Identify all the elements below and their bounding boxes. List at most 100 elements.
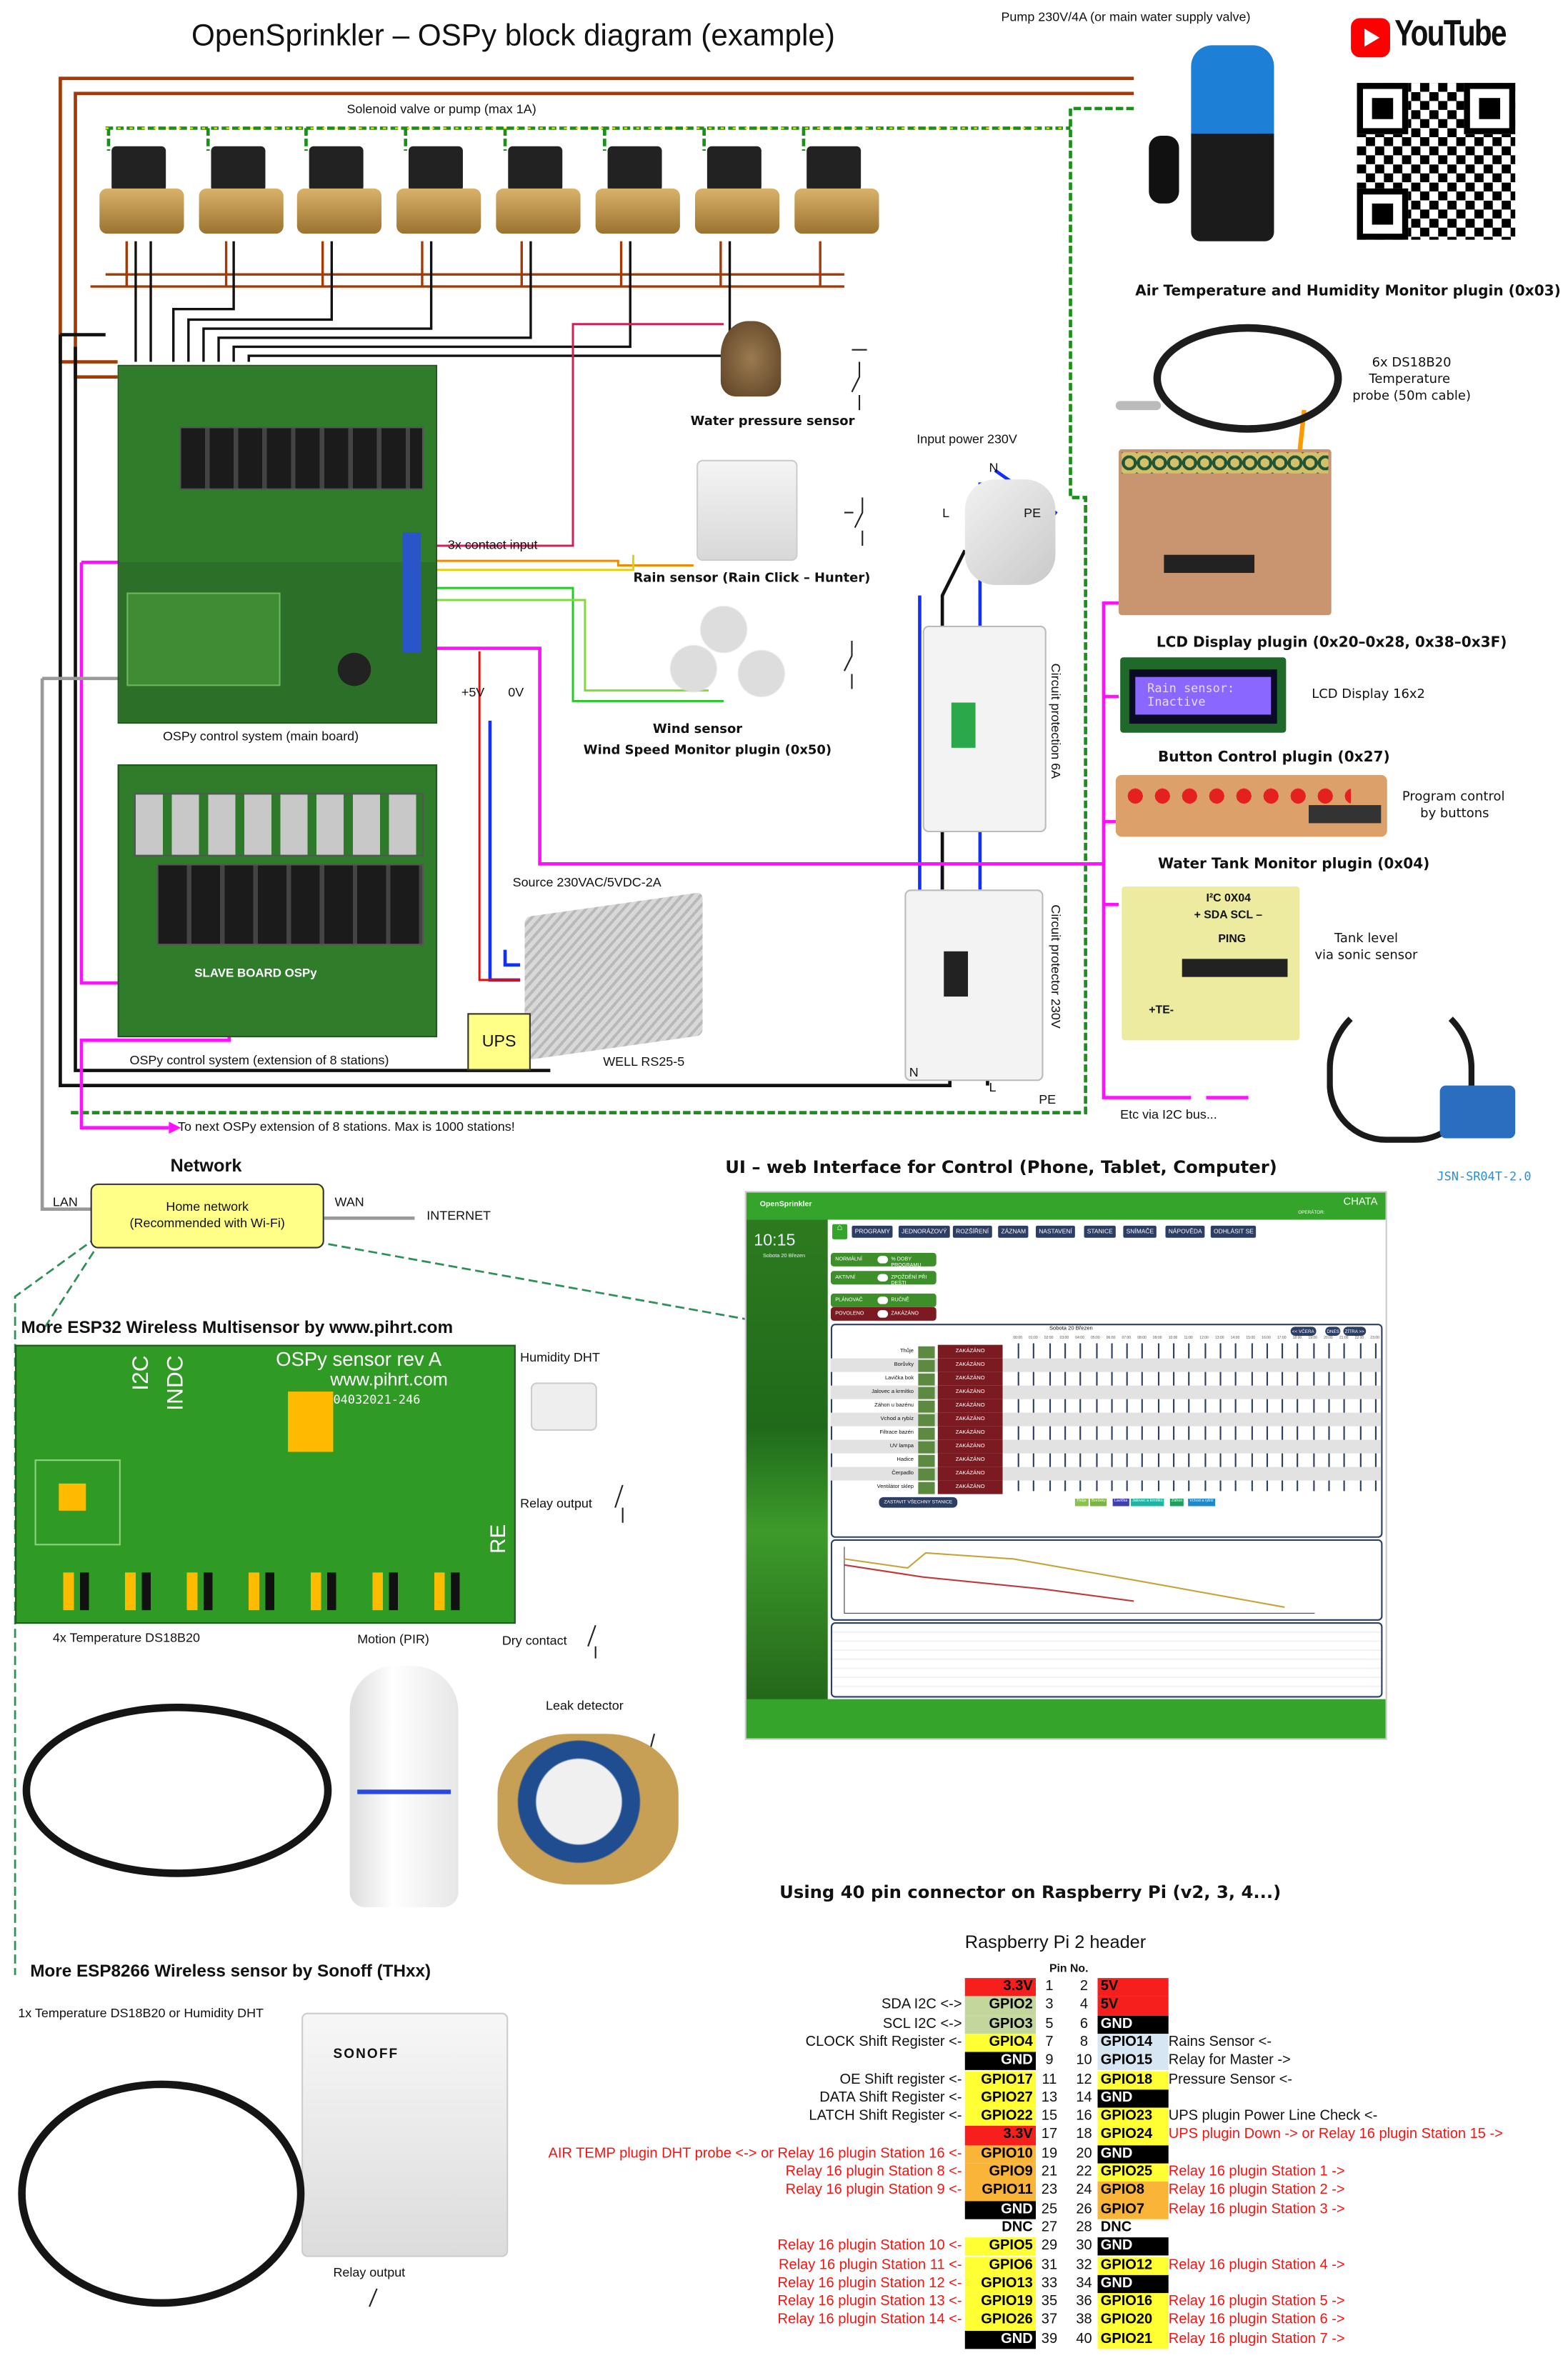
pin-right-label: UPS plugin Power Line Check <-	[1168, 2107, 1378, 2125]
pin-right-number: 6	[1079, 2015, 1089, 2032]
ui-operator-label: OPERÁTOR:	[1298, 1209, 1325, 1216]
circuit-protector-230v-label: Circuit protector 230V	[1048, 904, 1064, 1029]
esp32-temperature-label: 4x Temperature DS18B20	[52, 1629, 200, 1645]
sensor-rain-yellow	[406, 554, 634, 571]
day-button-0[interactable]: << VČERA	[1290, 1327, 1316, 1336]
probe-tip	[1115, 401, 1162, 411]
stop-all-stations-button[interactable]: ZASTAVIT VŠECHNY STANICE	[879, 1497, 958, 1508]
pin-left-name: GPIO13	[964, 2274, 1036, 2294]
ui-sidebar: 10:15 Sobota 20 Březen	[746, 1219, 828, 1739]
home-icon[interactable]: ⌂	[832, 1224, 848, 1239]
nav-button-7[interactable]: NÁPOVĚDA	[1165, 1225, 1205, 1238]
wind-sensor-image	[648, 600, 799, 699]
sensor-wind-green2	[406, 599, 709, 692]
station-name: Hadice	[897, 1456, 914, 1463]
qr-code[interactable]	[1357, 83, 1516, 240]
valve-wires-brown	[125, 241, 822, 287]
pin-left-number: 17	[1041, 2126, 1058, 2143]
nav-button-2[interactable]: ROZŠÍŘENÍ	[952, 1225, 992, 1238]
toggle-knob[interactable]	[877, 1310, 889, 1318]
youtube-wordmark: YouTube	[1394, 13, 1507, 54]
button-board-image	[1115, 774, 1387, 837]
log-panel	[830, 1622, 1383, 1698]
day-button-2[interactable]: ZÍTRA >>	[1343, 1327, 1366, 1336]
nav-button-6[interactable]: SNÍMAČE	[1123, 1225, 1157, 1238]
timeline-date: Sobota 20 Březen	[1049, 1325, 1093, 1332]
valve-common-brown	[90, 273, 844, 288]
nav-button-3[interactable]: ZÁZNAM	[998, 1225, 1029, 1238]
air-temp-plugin-title: Air Temperature and Humidity Monitor plu…	[1135, 283, 1561, 301]
esp32-dry-contact-label: Dry contact	[501, 1632, 567, 1648]
station-name: Jalovec a krmítko	[871, 1388, 914, 1395]
toggle-knob[interactable]	[877, 1274, 889, 1282]
pin-left-label: Relay 16 plugin Station 13 <-	[777, 2293, 962, 2310]
nav-button-4[interactable]: NASTAVENÍ	[1035, 1225, 1076, 1238]
pin-left-label: OE Shift register <-	[839, 2070, 962, 2088]
nav-button-5[interactable]: STANICE	[1084, 1225, 1116, 1238]
nav-button-1[interactable]: JEDNORÁZOVÝ	[898, 1225, 950, 1238]
history-chart	[844, 1547, 1315, 1614]
pin-left-number: 3	[1045, 1997, 1054, 2014]
pin-left-number: 5	[1045, 2015, 1054, 2032]
dht-sensor-image	[530, 1382, 597, 1431]
pin-right-number: 28	[1076, 2219, 1092, 2236]
nav-button-0[interactable]: PROGRAMY	[852, 1225, 894, 1238]
esp8266-probe-cable-image	[18, 2080, 305, 2307]
pin-left-name: GPIO19	[964, 2293, 1036, 2312]
hour-label: 04:00	[1075, 1335, 1084, 1341]
ui-site-name: CHATA	[1343, 1197, 1378, 1208]
plug-pe-label: PE	[1024, 505, 1042, 521]
tank-silk-3: PING	[1218, 931, 1247, 946]
toggle-knob[interactable]	[877, 1297, 889, 1304]
float-switch-image	[1149, 135, 1179, 204]
pin-right-label: Rains Sensor <-	[1168, 2033, 1272, 2051]
hour-label: 05:00	[1091, 1335, 1100, 1341]
pin-left-number: 9	[1045, 2052, 1054, 2069]
pin-left-label: CLOCK Shift Register <-	[805, 2033, 962, 2051]
probe-desc-1: 6x DS18B20	[1372, 356, 1452, 371]
pin-left-name: GPIO17	[964, 2070, 1036, 2089]
station-photo	[918, 1454, 935, 1467]
web-ui-screenshot: OpenSprinkler CHATA OPERÁTOR: 10:15 Sobo…	[744, 1191, 1387, 1740]
sonic-sensor-cable-image	[1327, 994, 1475, 1143]
lan-gray	[40, 676, 415, 1220]
nav-button-8[interactable]: ODHLÁSIT SE	[1210, 1225, 1257, 1238]
sonic-model-label: JSN-SR04T-2.0	[1437, 1169, 1532, 1184]
wire-n-label: N	[909, 1064, 919, 1080]
esp32-board-image: OSPy sensor rev A www.pihrt.com 04032021…	[15, 1344, 516, 1624]
day-button-1[interactable]: DNES	[1325, 1327, 1342, 1336]
pin-right-name: GPIO14	[1097, 2033, 1169, 2052]
toggle-switch-0[interactable]: NORMÁLNÍ% DOBY PROGRAMU	[830, 1252, 937, 1267]
tank-silk-4: +TE-	[1149, 1002, 1174, 1016]
youtube-logo-icon[interactable]	[1351, 18, 1390, 58]
hour-label: 01:00	[1029, 1335, 1038, 1341]
rcd-image	[904, 889, 1044, 1081]
water-pressure-label: Water pressure sensor	[690, 414, 855, 430]
diagram-title: OpenSprinkler – OSPy block diagram (exam…	[191, 19, 835, 53]
pump-wire-brown-1	[59, 76, 1134, 364]
hour-label: 22:00	[1354, 1335, 1364, 1341]
toggle-right-label: ZPOŽDĚNÍ PŘI DEŠTI	[891, 1274, 927, 1286]
toggle-knob[interactable]	[877, 1256, 889, 1264]
